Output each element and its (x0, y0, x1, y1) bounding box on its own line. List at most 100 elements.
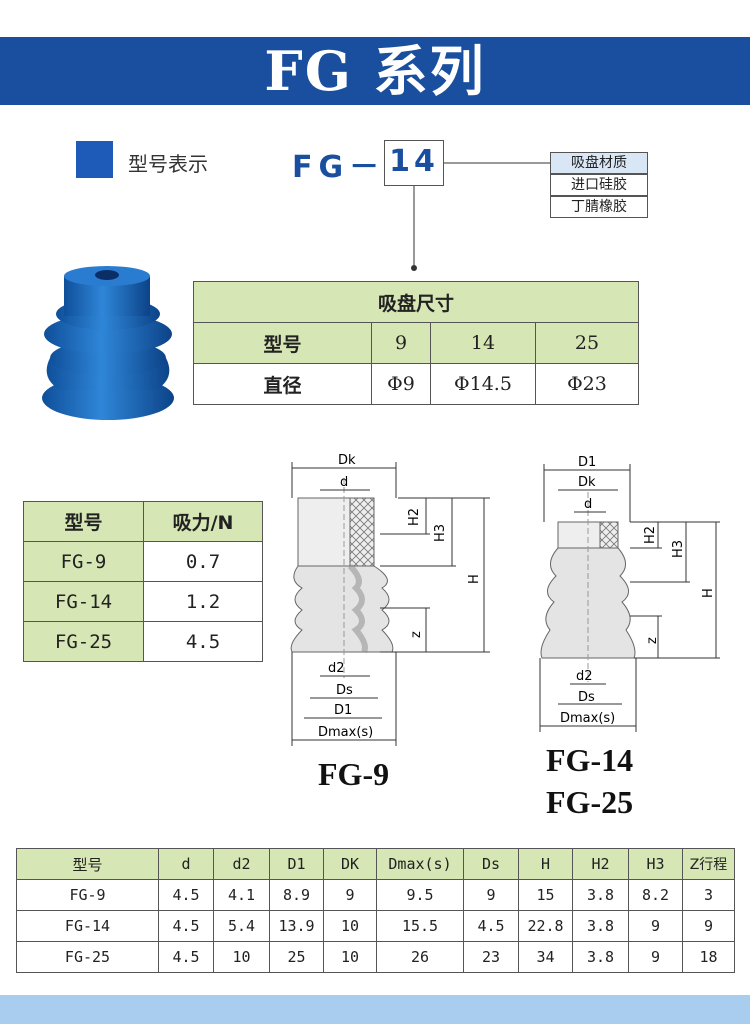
spec-header: Dmax(s) (376, 848, 464, 880)
spec-cell-model: FG-14 (16, 910, 159, 942)
spec-cell: 10 (323, 910, 377, 942)
spec-cell: 8.9 (269, 879, 324, 911)
force-row-model: FG-25 (23, 621, 144, 662)
dim-label-d2: d2 (328, 661, 345, 676)
diameter-25: Φ23 (535, 363, 639, 405)
spec-cell-model: FG-9 (16, 879, 159, 911)
dim-label-h: H (701, 588, 716, 598)
fg14-fg25-dimension-drawing: D1 Dk d H2 H3 H z d2 Ds Dmax(s) (539, 455, 720, 732)
spec-cell: 4.1 (213, 879, 270, 911)
size-table-title: 吸盘尺寸 (193, 281, 639, 323)
spec-cell: 4.5 (463, 910, 519, 942)
spec-header: H2 (572, 848, 629, 880)
spec-header: D1 (269, 848, 324, 880)
material-option-nbr: 丁腈橡胶 (550, 196, 648, 218)
spec-cell: 3 (682, 879, 735, 911)
dim-label-h2: H2 (407, 508, 422, 526)
size-model-25: 25 (535, 322, 639, 364)
size-table-diameter-label: 直径 (193, 363, 372, 405)
spec-header: H3 (628, 848, 683, 880)
dim-label-ds: Ds (578, 690, 595, 705)
spec-cell: 10 (213, 941, 270, 973)
material-header: 吸盘材质 (550, 152, 648, 174)
spec-cell: 9 (682, 910, 735, 942)
spec-header: 型号 (16, 848, 159, 880)
caption-fg9: FG-9 (318, 756, 390, 792)
spec-header: d2 (213, 848, 270, 880)
product-photo (42, 266, 174, 420)
spec-header: DK (323, 848, 377, 880)
page-title: FG 系列 (264, 39, 486, 103)
diameter-9: Φ9 (371, 363, 431, 405)
model-code-prefix: FG－ (292, 150, 386, 185)
model-code-size: 14 (384, 140, 444, 186)
spec-cell: 8.2 (628, 879, 683, 911)
force-row-value: 1.2 (143, 581, 263, 622)
dim-label-ds: Ds (336, 683, 353, 698)
dim-label-z: z (409, 631, 424, 638)
force-row-value: 0.7 (143, 541, 263, 582)
spec-cell: 9.5 (376, 879, 464, 911)
size-model-14: 14 (430, 322, 536, 364)
diameter-14: Φ14.5 (430, 363, 536, 405)
spec-cell: 15 (518, 879, 573, 911)
spec-cell: 13.9 (269, 910, 324, 942)
spec-cell: 4.5 (158, 941, 214, 973)
dim-label-d1: D1 (578, 455, 596, 470)
force-row-model: FG-9 (23, 541, 144, 582)
suction-force-table: 型号 吸力/N FG-9 0.7 FG-14 1.2 FG-25 4.5 (23, 501, 263, 662)
spec-cell: 9 (628, 910, 683, 942)
fg9-dimension-drawing: Dk d H2 H3 H z d2 Ds D1 Dmax(s) (290, 453, 490, 746)
footer-bar (0, 995, 750, 1024)
spec-cell: 25 (269, 941, 324, 973)
spec-cell: 18 (682, 941, 735, 973)
spec-table: 型号 d d2 D1 DK Dmax(s) Ds H H2 H3 Z行程 FG-… (16, 848, 735, 973)
dim-label-dmax: Dmax(s) (560, 711, 615, 726)
caption-fg25: FG-25 (546, 784, 634, 820)
spec-cell: 3.8 (572, 879, 629, 911)
spec-header: Ds (463, 848, 519, 880)
spec-cell: 23 (463, 941, 519, 973)
caption-fg14: FG-14 (546, 742, 634, 778)
dim-label-d: d (584, 497, 592, 512)
dim-label-h2: H2 (643, 526, 658, 544)
spec-cell: 9 (323, 879, 377, 911)
notation-connectors (411, 162, 550, 271)
force-row-value: 4.5 (143, 621, 263, 662)
spec-cell: 22.8 (518, 910, 573, 942)
dim-label-dk: Dk (578, 475, 596, 490)
material-option-silicone: 进口硅胶 (550, 174, 648, 196)
model-notation-label: 型号表示 (128, 152, 208, 176)
size-table-model-label: 型号 (193, 322, 372, 364)
spec-cell: 4.5 (158, 910, 214, 942)
size-model-9: 9 (371, 322, 431, 364)
dim-label-dmax: Dmax(s) (318, 725, 373, 740)
spec-cell: 26 (376, 941, 464, 973)
title-banner (0, 37, 750, 105)
dim-label-d1: D1 (334, 703, 352, 718)
spec-cell: 3.8 (572, 910, 629, 942)
spec-cell: 15.5 (376, 910, 464, 942)
force-row-model: FG-14 (23, 581, 144, 622)
spec-header: H (518, 848, 573, 880)
spec-header: d (158, 848, 214, 880)
force-header-model: 型号 (23, 501, 144, 542)
dim-label-h3: H3 (671, 540, 686, 558)
spec-cell: 5.4 (213, 910, 270, 942)
spec-cell: 9 (628, 941, 683, 973)
dim-label-h3: H3 (433, 524, 448, 542)
dim-label-h: H (467, 574, 482, 584)
spec-cell-model: FG-25 (16, 941, 159, 973)
spec-cell: 34 (518, 941, 573, 973)
spec-cell: 10 (323, 941, 377, 973)
dim-label-d: d (340, 475, 348, 490)
section-marker (76, 141, 113, 178)
dim-label-z: z (645, 637, 660, 644)
force-header-force: 吸力/N (143, 501, 263, 542)
size-table: 吸盘尺寸 型号 9 14 25 直径 Φ9 Φ14.5 Φ23 (193, 281, 639, 405)
dim-label-dk: Dk (338, 453, 356, 468)
spec-cell: 3.8 (572, 941, 629, 973)
spec-cell: 9 (463, 879, 519, 911)
spec-header: Z行程 (682, 848, 735, 880)
spec-cell: 4.5 (158, 879, 214, 911)
